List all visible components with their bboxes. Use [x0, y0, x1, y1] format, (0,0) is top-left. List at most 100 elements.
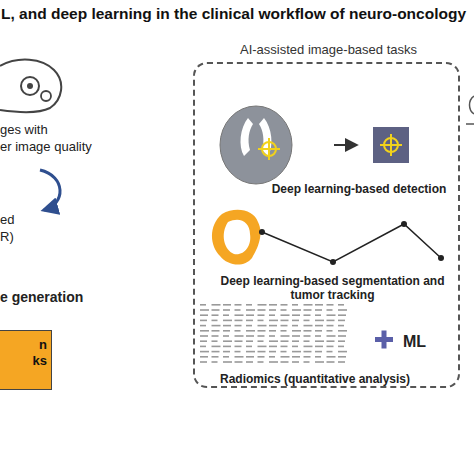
task-group: AI-assisted image-based tasksDeep learni…	[193, 62, 460, 388]
tracking-points	[259, 221, 444, 265]
matrix-cell	[235, 330, 241, 332]
matrix-cell	[327, 330, 333, 332]
matrix-cell	[235, 340, 243, 342]
side-label: R)	[0, 229, 14, 245]
matrix-cell	[212, 361, 218, 363]
matrix-cell	[246, 351, 255, 353]
matrix-cell	[200, 361, 207, 363]
matrix-cell	[212, 314, 219, 316]
matrix-cell	[258, 325, 267, 327]
matrix-cell	[269, 340, 278, 342]
matrix-cell	[212, 309, 220, 311]
matrix-cell	[338, 309, 347, 311]
side-label: er image quality	[0, 139, 92, 155]
zoom-patch	[373, 127, 409, 163]
matrix-cell	[258, 304, 267, 306]
matrix-cell	[281, 335, 290, 337]
matrix-cell	[246, 346, 252, 348]
matrix-cell	[235, 304, 242, 306]
matrix-cell	[269, 309, 276, 311]
matrix-cell	[292, 320, 299, 322]
matrix-cell	[212, 320, 218, 322]
matrix-cell	[327, 346, 334, 348]
matrix-cell	[246, 356, 254, 358]
matrix-cell	[258, 351, 266, 353]
matrix-cell	[246, 320, 253, 322]
matrix-cell	[235, 356, 244, 358]
node-heading: n ks	[25, 337, 47, 368]
matrix-cell	[212, 346, 221, 348]
matrix-cell	[200, 304, 206, 306]
matrix-cell	[269, 346, 277, 348]
matrix-cell	[281, 346, 288, 348]
matrix-cell	[338, 314, 346, 316]
matrix-cell	[338, 356, 346, 358]
matrix-cell	[327, 335, 336, 337]
matrix-cell	[235, 314, 244, 316]
matrix-cell	[235, 309, 241, 311]
matrix-cell	[315, 330, 322, 332]
matrix-cell	[327, 304, 334, 306]
matrix-cell	[258, 330, 266, 332]
matrix-cell	[315, 361, 324, 363]
matrix-cell	[258, 356, 265, 358]
matrix-cell	[246, 361, 253, 363]
matrix-cell	[235, 335, 244, 337]
matrix-cell	[304, 346, 313, 348]
matrix-cell	[200, 340, 207, 342]
matrix-cell	[223, 325, 231, 327]
matrix-cell	[200, 335, 208, 337]
matrix-cell	[315, 346, 323, 348]
matrix-cell	[246, 304, 252, 306]
matrix-cell	[327, 314, 336, 316]
matrix-cell	[258, 361, 264, 363]
matrix-cell	[281, 304, 288, 306]
matrix-cell	[281, 309, 287, 311]
matrix-cell	[200, 309, 209, 311]
matrix-cell	[304, 304, 313, 306]
matrix-cell	[223, 361, 232, 363]
crosshair	[380, 134, 402, 156]
node-caption: ML	[403, 332, 443, 351]
matrix-cell	[292, 361, 299, 363]
matrix-cell	[304, 361, 310, 363]
side-label: ges with	[0, 122, 48, 138]
matrix-cell	[292, 340, 299, 342]
matrix-cell	[327, 361, 335, 363]
matrix-cell	[304, 314, 311, 316]
matrix-cell	[258, 314, 265, 316]
matrix-cell	[223, 351, 230, 353]
matrix-cell	[304, 351, 312, 353]
matrix-cell	[258, 340, 264, 342]
brain-icon	[0, 60, 61, 112]
matrix-cell	[304, 330, 312, 332]
matrix-cell	[269, 314, 275, 316]
cropped-mark	[466, 123, 474, 125]
matrix-cell	[327, 351, 333, 353]
matrix-cell	[338, 346, 344, 348]
matrix-cell	[338, 340, 345, 342]
matrix-cell	[327, 309, 333, 311]
matrix-cell	[338, 335, 346, 337]
matrix-cell	[315, 335, 321, 337]
matrix-cell	[327, 356, 336, 358]
tumor-core	[224, 220, 251, 255]
matrix-cell	[212, 330, 220, 332]
matrix-cell	[292, 330, 301, 332]
cropped-mark	[470, 96, 474, 114]
task-box: n ks	[0, 330, 52, 390]
matrix-cell	[269, 320, 278, 322]
matrix-cell	[292, 335, 300, 337]
matrix-cell	[258, 335, 265, 337]
matrix-cell	[258, 346, 267, 348]
matrix-cell	[269, 335, 275, 337]
matrix-cell	[223, 314, 229, 316]
matrix-cell	[292, 346, 298, 348]
matrix-cell	[269, 330, 276, 332]
matrix-cell	[258, 309, 266, 311]
matrix-cell	[223, 309, 230, 311]
matrix-cell	[327, 340, 335, 342]
matrix-cell	[304, 340, 310, 342]
matrix-cell	[235, 325, 242, 327]
